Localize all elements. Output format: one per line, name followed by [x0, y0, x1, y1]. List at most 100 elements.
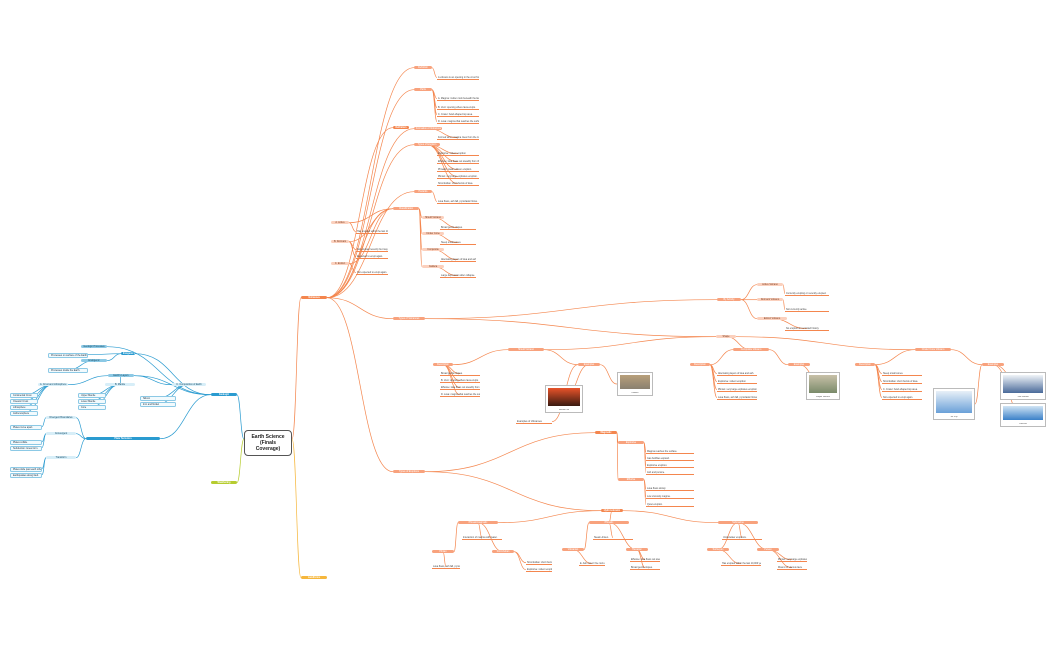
leaf[interactable]: Upper Mantle — [78, 393, 106, 398]
leaf[interactable]: Not currently active. — [785, 308, 829, 312]
leaf[interactable]: Mound of viscous lava. — [777, 566, 807, 570]
magmatic-effusive[interactable]: Effusive — [618, 478, 644, 481]
branch-landforms[interactable]: Landforms — [301, 576, 327, 579]
leaf[interactable]: B. Vent: opening where lava erupts. — [437, 106, 479, 110]
magmatic[interactable]: Magmatic — [595, 431, 617, 434]
root-node[interactable]: Earth Science (Finals Coverage) — [244, 430, 292, 456]
exogenic[interactable]: Exogenic Processes — [121, 352, 135, 355]
leaf[interactable]: Steep small cones. — [882, 372, 922, 376]
leaf[interactable]: Core — [78, 405, 106, 410]
volcano-group[interactable]: Definition — [393, 126, 409, 129]
leaf[interactable]: Steep small cones. — [440, 241, 476, 245]
leaf[interactable]: Silicon — [140, 396, 176, 401]
leaf[interactable]: Steam-driven. — [593, 536, 633, 540]
leaf[interactable]: Low viscosity magma. — [646, 495, 694, 499]
leaf[interactable]: Broad gentle slopes. — [440, 226, 476, 230]
transform[interactable]: Transform — [46, 456, 76, 459]
composition[interactable]: C. Composition of Earth — [172, 383, 206, 386]
leaf[interactable]: Processes inside the Earth. — [48, 368, 88, 373]
by-activity[interactable]: By Activity — [717, 298, 741, 301]
leaf[interactable]: Oceanic Crust — [10, 399, 38, 404]
leaf[interactable]: D. Lava: magma that reaches the surface. — [437, 120, 479, 124]
phreatic[interactable]: Phreatic — [589, 521, 629, 524]
volcano-formation[interactable]: Formation of Volcanoes — [414, 127, 442, 130]
leaf[interactable]: Effusive: lava flows out steadily from t… — [440, 386, 480, 390]
shield-description[interactable]: Description — [433, 363, 453, 366]
leaf[interactable]: Lava flows, ash fall, pyroclastic flows. — [437, 200, 479, 204]
leaf[interactable]: Magma reaches the surface. — [646, 450, 694, 454]
volcano-hazards[interactable]: Hazards — [414, 190, 432, 193]
surtseyan[interactable]: Surtseyan — [707, 548, 729, 551]
earths-layers[interactable]: Earth's Layers — [108, 374, 134, 377]
leaf[interactable]: Plinian: very large explosive eruption. — [437, 175, 479, 179]
leaf[interactable]: Plinian: very large explosive eruption. — [777, 558, 807, 562]
strombolian[interactable]: Strombolian — [492, 550, 514, 553]
leaf[interactable]: Subduction zones form. — [10, 446, 42, 451]
leaf[interactable]: Has erupted within the last 10,000 years… — [721, 562, 761, 566]
leaf[interactable]: A volcano is an opening in the crust fro… — [437, 76, 479, 80]
leaf[interactable]: Processes on surface of the Earth. — [48, 353, 88, 358]
leaf[interactable]: Explosive: violent eruption — [717, 380, 757, 384]
class-dormant[interactable]: B. Dormant — [331, 240, 349, 243]
leaf[interactable]: Not erupted recently but may erupt. — [356, 248, 388, 252]
volcano-definition[interactable]: Definition — [414, 66, 432, 69]
activity-extinct[interactable]: Extinct Volcano — [757, 317, 787, 320]
activity-active[interactable]: Active Volcano — [757, 283, 783, 286]
activity-dormant[interactable]: Dormant Volcano — [757, 298, 783, 301]
leaf[interactable]: Quiet eruption. — [646, 503, 694, 507]
leaf[interactable]: Interaction of magma with water. — [462, 536, 502, 540]
leaf[interactable]: Lava flows, ash fall, pyroclastic flows. — [717, 396, 757, 400]
leaf[interactable]: A. Magma: molten rock beneath the Earth'… — [437, 97, 479, 101]
cinder-examples[interactable]: Examples — [982, 363, 1004, 366]
leaf[interactable]: Explosive: violent eruption — [526, 568, 552, 572]
leaf[interactable]: Continental Crust — [10, 393, 38, 398]
leaf[interactable]: Effusive: lava flows out steadily from t… — [437, 160, 479, 164]
leaf[interactable]: Ash and pumice. — [646, 471, 694, 475]
leaf[interactable]: No eruption in recorded history. — [785, 327, 829, 331]
shape-caldera[interactable]: Caldera — [422, 265, 444, 268]
leaf[interactable]: Gas bubbles expand. — [646, 457, 694, 461]
leaf[interactable]: Lava flows, ash fall, pyroclastic flows. — [432, 565, 460, 569]
leaf[interactable]: Strombolian: short bursts of lava. — [526, 561, 552, 565]
leaf[interactable]: Alternating layers of lava and ash. — [440, 258, 476, 262]
leaf[interactable]: Expected to erupt again. — [356, 255, 388, 259]
leaf[interactable]: Formed when magma rises from the mantle. — [437, 136, 479, 140]
mantle[interactable]: B. Mantle — [105, 383, 135, 386]
composite-description[interactable]: Description — [690, 363, 710, 366]
leaf[interactable]: Phreatic: steam-driven eruption. — [437, 168, 479, 172]
cinder-cone-volcano[interactable]: Cinder Cone Volcano — [915, 348, 951, 351]
leaf[interactable]: Large depression after collapse. — [440, 274, 476, 278]
cinder-description[interactable]: Description — [855, 363, 875, 366]
shield-examples[interactable]: Examples — [578, 363, 600, 366]
hawaiian[interactable]: Hawaiian — [626, 548, 648, 551]
types-of-eruptions[interactable]: Types of Eruptions — [393, 470, 425, 473]
leaf[interactable]: C. Crater: bowl-shaped top area. — [882, 388, 922, 392]
leaf[interactable]: Lava flows slowly. — [646, 487, 694, 491]
phreatomagmatic[interactable]: Phreatomagmatic — [458, 521, 498, 524]
branch-weathering[interactable]: Weathering — [211, 481, 237, 484]
leaf[interactable]: Not expected to erupt again. — [882, 396, 922, 400]
volcano-classification[interactable]: Classification — [393, 207, 419, 210]
pelean[interactable]: Pelean — [757, 548, 779, 551]
leaf[interactable]: Strombolian: short bursts of lava. — [437, 182, 479, 186]
leaf[interactable]: Broad gentle slopes. — [440, 372, 480, 376]
leaf[interactable]: Plates move apart. — [10, 425, 42, 430]
leaf[interactable]: Lower Mantle — [78, 399, 106, 404]
magmatic-explosive[interactable]: Explosive — [618, 441, 644, 444]
leaf[interactable]: Strombolian: short bursts of lava. — [882, 380, 922, 384]
composite-examples[interactable]: Examples — [788, 363, 810, 366]
branch-volcanoes[interactable]: Volcanoes — [301, 296, 327, 299]
leaf[interactable]: C. Crater: bowl-shaped top area. — [437, 113, 479, 117]
leaf[interactable]: Has erupted within the last 10,000 years… — [356, 230, 388, 234]
branch-geologic[interactable]: Geologic — [211, 393, 237, 396]
divergent[interactable]: Divergent Boundaries — [46, 416, 76, 419]
convergent[interactable]: Convergent — [46, 432, 76, 435]
leaf[interactable]: Examples of Volcanoes — [516, 420, 552, 424]
leaf[interactable]: Not expected to erupt again. — [356, 271, 388, 275]
leaf[interactable]: Iron and Nickel — [140, 402, 176, 407]
by-shape[interactable]: Shape — [716, 335, 736, 338]
volcano-eruption[interactable]: Types of Eruption — [414, 143, 440, 146]
leaf[interactable]: Underwater eruptions. — [722, 536, 762, 540]
vulcanian[interactable]: Vulcanian — [562, 548, 584, 551]
leaf[interactable]: Effusive: lava flows out steadily from t… — [630, 558, 660, 562]
